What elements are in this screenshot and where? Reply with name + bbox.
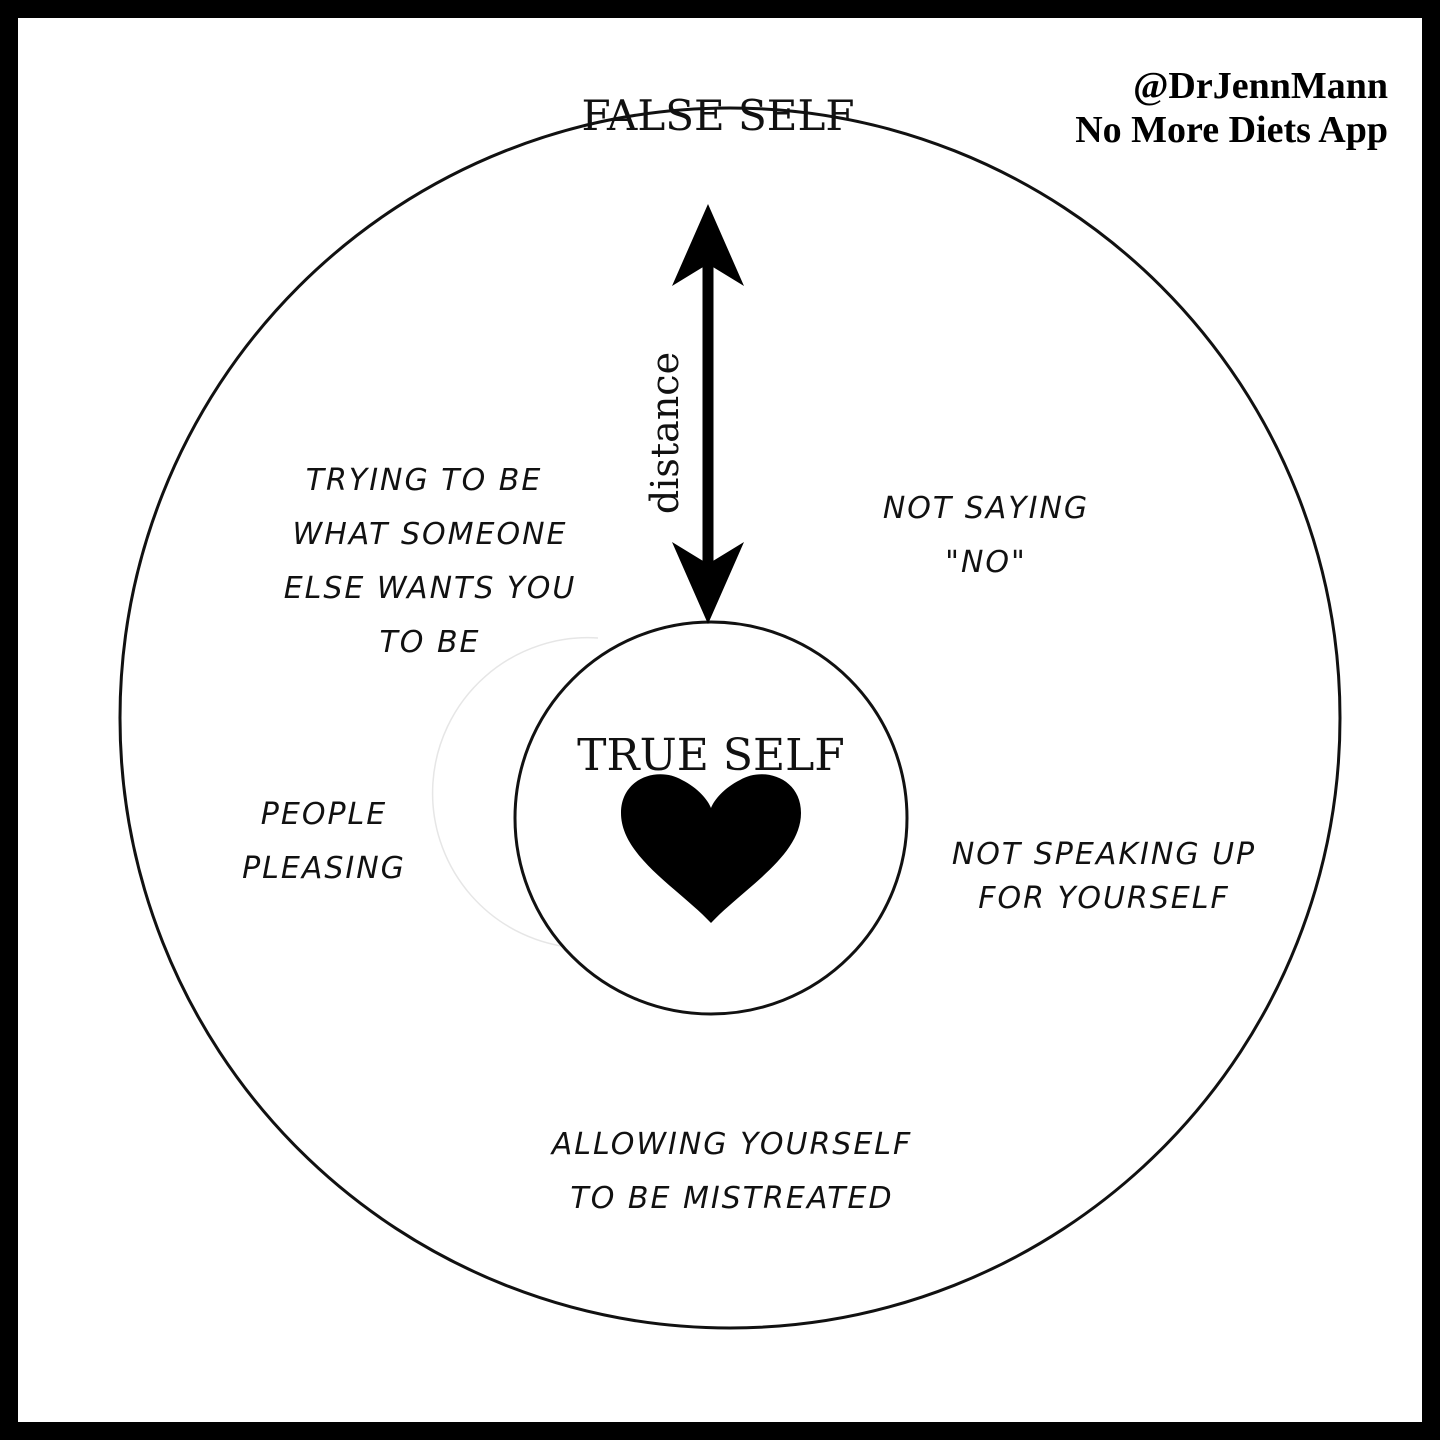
behavior-line: NOT SPEAKING UP bbox=[952, 837, 1256, 872]
behavior-not-speaking-up: NOT SPEAKING UP FOR YOURSELF bbox=[952, 837, 1256, 916]
behavior-not-saying-no: NOT SAYING "NO" bbox=[883, 491, 1089, 580]
behavior-line: TRYING TO BE bbox=[306, 463, 543, 498]
credit-app: No More Diets App bbox=[1075, 109, 1388, 151]
behavior-line: PEOPLE bbox=[261, 797, 387, 832]
false-self-circle bbox=[118, 106, 1342, 1330]
behavior-line: WHAT SOMEONE bbox=[293, 517, 568, 552]
behavior-line: PLEASING bbox=[242, 851, 406, 886]
behavior-allowing-mistreated: ALLOWING YOURSELF TO BE MISTREATED bbox=[550, 1127, 913, 1216]
faint-circle-trace bbox=[432, 636, 599, 949]
behavior-line: TO BE MISTREATED bbox=[570, 1181, 893, 1216]
distance-label: distance bbox=[643, 352, 687, 514]
heart-icon bbox=[621, 774, 801, 923]
behavior-people-pleasing: PEOPLE PLEASING bbox=[242, 797, 406, 886]
behavior-line: TO BE bbox=[379, 625, 480, 660]
double-headed-arrow-icon bbox=[672, 204, 744, 624]
behavior-trying-to-be: TRYING TO BE WHAT SOMEONE ELSE WANTS YOU… bbox=[284, 463, 577, 660]
false-self-label: FALSE SELF bbox=[582, 91, 855, 140]
behavior-line: NOT SAYING bbox=[883, 491, 1089, 526]
behavior-line: ALLOWING YOURSELF bbox=[550, 1127, 913, 1162]
credit-handle: @DrJennMann bbox=[1133, 65, 1388, 107]
behavior-line: FOR YOURSELF bbox=[978, 881, 1229, 916]
behavior-line: "NO" bbox=[945, 545, 1027, 580]
behavior-line: ELSE WANTS YOU bbox=[284, 571, 577, 606]
false-self-true-self-diagram: @DrJennMann No More Diets App FALSE SELF… bbox=[118, 65, 1388, 1330]
true-self-label: TRUE SELF bbox=[577, 730, 845, 781]
diagram-frame: @DrJennMann No More Diets App FALSE SELF… bbox=[18, 18, 1422, 1422]
